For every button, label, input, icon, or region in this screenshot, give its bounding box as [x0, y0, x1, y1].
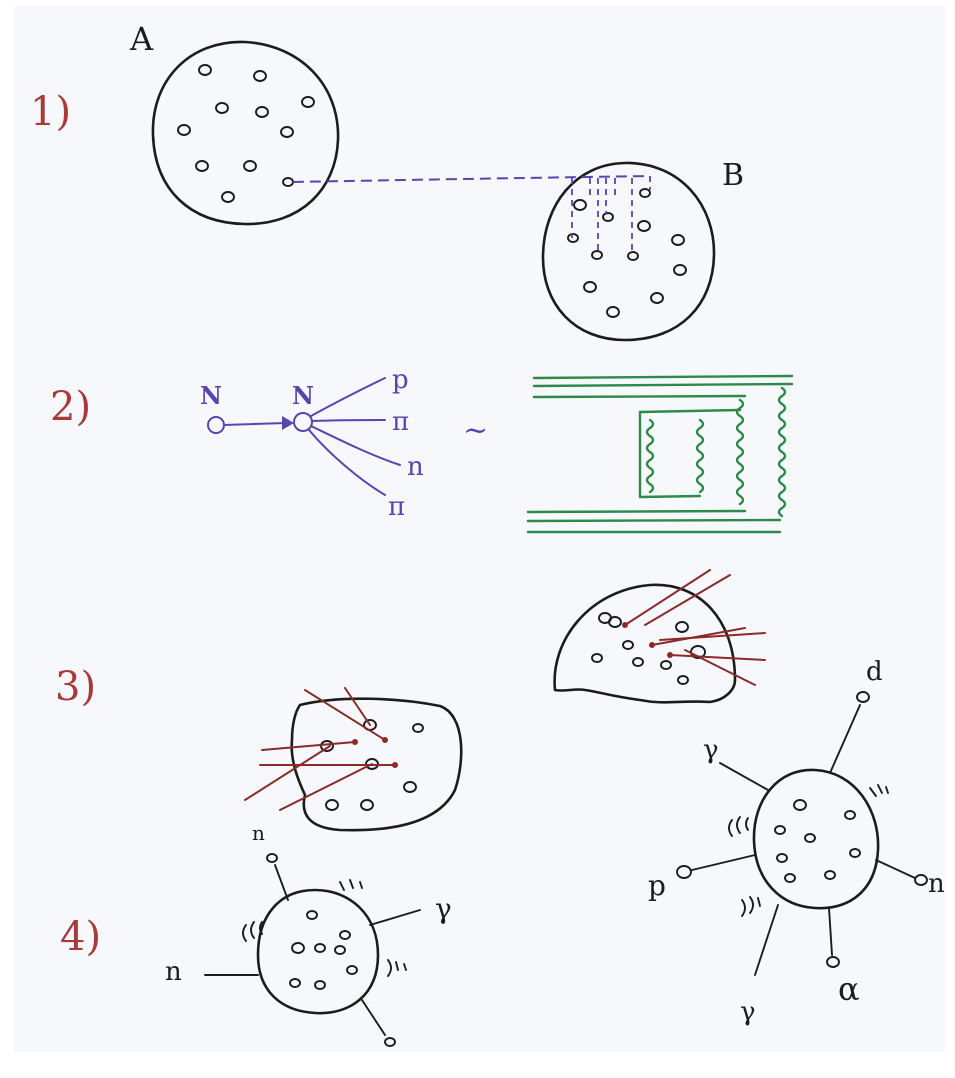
tracks-left: [244, 687, 398, 811]
product-label-pi-2: π: [388, 492, 405, 522]
incoming-nucleon: [207, 416, 225, 434]
emitting-left-nucleons: [289, 910, 358, 990]
emission-right-upper-left-label: γ: [703, 735, 719, 765]
emission-left-left-label: n: [165, 957, 182, 987]
nucleus-b: [541, 161, 716, 342]
section-label-2: 2): [50, 384, 91, 430]
emitting-nucleus-right: [752, 768, 880, 910]
struck-nucleon-label: N: [292, 381, 314, 410]
quark-gluon-diagram: [526, 374, 794, 534]
drawing-sheet: [14, 6, 945, 1052]
nucleus-label-b: B: [722, 158, 744, 193]
emission-left: n n γ: [165, 821, 452, 1047]
nucleus-label-a: A: [129, 20, 154, 58]
nucleus-a-nucleons: [177, 64, 315, 203]
emission-right: d γ p n α γ: [648, 657, 945, 1027]
fragment-nucleus-right: [553, 583, 737, 704]
interaction-lines: [292, 175, 651, 254]
emission-right-top-label: d: [866, 657, 883, 687]
section-label-1: 1): [30, 89, 71, 135]
product-label-p: p: [392, 365, 409, 395]
emitting-nucleus-left: [256, 888, 380, 1015]
emission-left-top-label: n: [252, 821, 265, 845]
nucleus-a: [151, 40, 340, 226]
struck-nucleon: [293, 412, 313, 432]
product-label-n: n: [407, 452, 424, 482]
approx-sign: ~: [463, 413, 488, 448]
emission-right-bottom-left-label: γ: [740, 997, 756, 1027]
section-label-4: 4): [60, 914, 101, 960]
emitting-right-nucleons: [774, 799, 861, 883]
nucleus-b-nucleons: [567, 188, 687, 318]
section-label-3: 3): [55, 664, 96, 710]
arrow-head-icon: [282, 416, 294, 430]
reaction-diagram: N N p π n π ~: [200, 365, 488, 522]
incoming-nucleon-label: N: [200, 381, 222, 410]
emission-right-right-label: n: [928, 869, 945, 899]
emission-right-bottom-right-label: α: [838, 970, 860, 1008]
emission-left-right-label: γ: [435, 892, 452, 925]
tracks-right: [622, 569, 766, 686]
emission-right-left-label: p: [648, 869, 666, 902]
product-label-pi-1: π: [392, 407, 409, 437]
